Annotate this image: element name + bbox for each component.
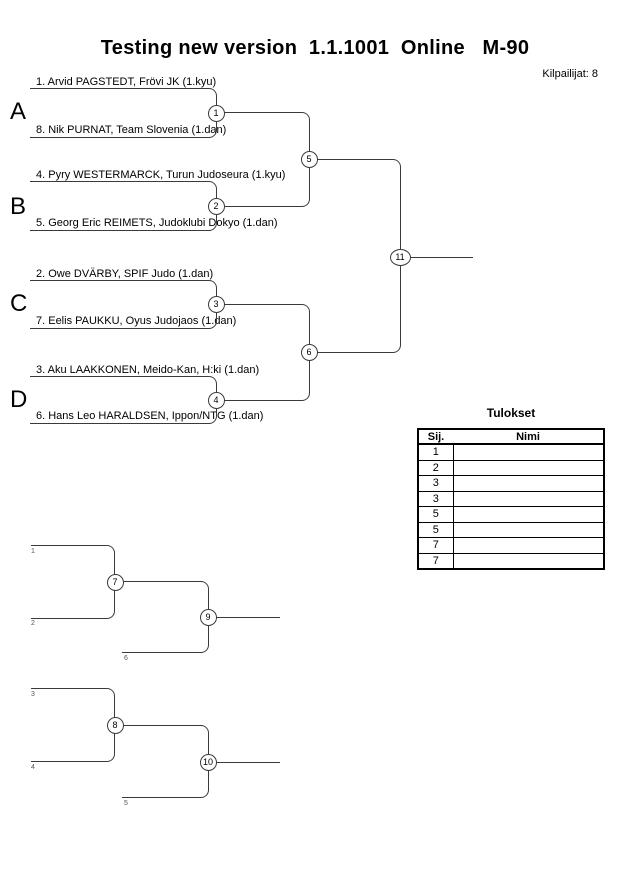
- results-title: Tulokset: [486, 406, 536, 420]
- repechage-slot-label: 2: [31, 619, 35, 627]
- repechage-match-8-lines: [31, 688, 115, 762]
- match-node-10[interactable]: 10: [199, 753, 217, 771]
- competitor-name-4: 4. Pyry WESTERMARCK, Turun Judoseura (1.…: [36, 169, 286, 181]
- match-2-bracket-lines: [30, 181, 217, 231]
- repechage-slot-label: 4: [31, 763, 35, 771]
- match-node-8[interactable]: 8: [106, 717, 124, 734]
- group-label-a: A: [10, 98, 27, 125]
- match-node-7[interactable]: 7: [106, 573, 124, 591]
- match-node-5[interactable]: 5: [300, 151, 318, 168]
- result-name: [452, 490, 605, 507]
- competitor-name-8: 8. Nik PURNAT, Team Slovenia (1.dan): [36, 124, 227, 136]
- result-place: 5: [417, 506, 454, 523]
- match-node-9[interactable]: 9: [199, 609, 217, 626]
- repechage-slot-label: 1: [31, 547, 35, 555]
- result-name: [452, 506, 605, 523]
- result-name: [452, 521, 605, 538]
- result-place: 5: [417, 521, 454, 538]
- result-place: 1: [417, 443, 454, 461]
- result-place: 2: [417, 459, 454, 476]
- page-title: Testing new version 1.1.1001 Online M-90: [100, 37, 530, 59]
- results-row: 3: [417, 490, 605, 507]
- result-place: 7: [417, 552, 454, 570]
- match-4-bracket-lines: [30, 376, 217, 424]
- competitor-name-1: 1. Arvid PAGSTEDT, Frövi JK (1.kyu): [36, 76, 217, 88]
- group-label-c: C: [10, 290, 28, 317]
- group-label-b: B: [10, 193, 27, 220]
- repechage-9-winner-line: [216, 617, 280, 618]
- results-row: 5: [417, 506, 605, 523]
- result-place: 7: [417, 537, 454, 554]
- repechage-match-7-lines: [31, 545, 115, 619]
- results-row: 1: [417, 443, 605, 461]
- results-row: 5: [417, 521, 605, 538]
- results-table: Sij. Nimi 1 2 3 3 5: [417, 428, 605, 570]
- match-node-1[interactable]: 1: [207, 104, 225, 122]
- match-3-bracket-lines: [30, 280, 217, 329]
- competitor-name-7: 7. Eelis PAUKKU, Oyus Judojaos (1.dan): [36, 315, 237, 327]
- match-node-3[interactable]: 3: [207, 296, 225, 313]
- result-name: [452, 475, 605, 492]
- match-node-6[interactable]: 6: [300, 344, 318, 361]
- results-row: 3: [417, 475, 605, 492]
- results-header-row: Sij. Nimi: [418, 429, 604, 445]
- results-row: 2: [417, 459, 605, 476]
- match-node-2[interactable]: 2: [207, 197, 225, 215]
- semifinal-2-connector: [216, 304, 310, 401]
- competitors-count-label: Kilpailijat: 8: [542, 68, 598, 80]
- result-place: 3: [417, 475, 454, 492]
- result-name: [452, 552, 605, 570]
- results-row: 7: [417, 552, 605, 570]
- match-node-11[interactable]: 11: [389, 248, 411, 266]
- repechage-slot-label: 6: [124, 654, 128, 662]
- competitor-name-2: 2. Owe DVÄRBY, SPIF Judo (1.dan): [36, 268, 214, 280]
- repechage-7-9-connector: [122, 581, 209, 653]
- competitor-name-5: 5. Georg Eric REIMETS, Judoklubi Dokyo (…: [36, 217, 278, 229]
- repechage-10-winner-line: [216, 761, 280, 763]
- repechage-slot-label: 5: [124, 799, 128, 807]
- result-name: [452, 537, 605, 554]
- winner-line: [410, 256, 473, 258]
- repechage-8-10-connector: [122, 724, 209, 798]
- results-row: 7: [417, 537, 605, 554]
- group-label-d: D: [10, 386, 28, 413]
- match-node-4[interactable]: 4: [207, 391, 225, 409]
- competitor-name-3: 3. Aku LAAKKONEN, Meido-Kan, H:ki (1.dan…: [36, 364, 260, 376]
- result-name: [452, 459, 605, 476]
- competitor-name-6: 6. Hans Leo HARALDSEN, Ippon/NTG (1.dan): [36, 410, 264, 422]
- results-col-nimi: Nimi: [453, 429, 604, 445]
- results-col-sij: Sij.: [418, 429, 453, 445]
- repechage-slot-label: 3: [31, 690, 35, 698]
- final-connector: [309, 159, 401, 353]
- result-place: 3: [417, 490, 454, 507]
- semifinal-1-connector: [216, 112, 310, 207]
- result-name: [452, 443, 605, 461]
- match-1-bracket-lines: [30, 88, 217, 138]
